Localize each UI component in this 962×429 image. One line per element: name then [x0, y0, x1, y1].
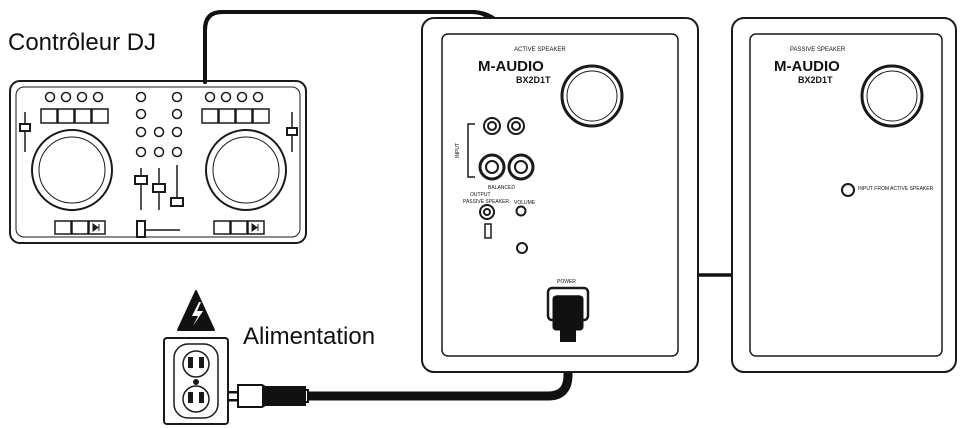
plug-icon: [228, 384, 309, 408]
active-speaker: [421, 17, 699, 373]
active-speaker-header: ACTIVE SPEAKER: [514, 47, 566, 53]
active-passive-label: PASSIVE SPEAKER: [463, 199, 509, 205]
passive-speaker-labels: PASSIVE SPEAKER M-AUDIO BX2D1T INPUT FRO…: [774, 47, 934, 192]
active-volume-label: VOLUME: [514, 200, 536, 206]
active-speaker-labels: ACTIVE SPEAKER M-AUDIO BX2D1T INPUT BALA…: [455, 47, 576, 285]
active-balanced-label: BALANCED: [488, 185, 515, 191]
power-cable: [305, 312, 573, 401]
active-power-label: POWER: [557, 279, 576, 285]
dj-controller: [9, 80, 307, 244]
active-speaker-model: BX2D1T: [516, 75, 551, 85]
power-label: Alimentation: [243, 323, 376, 350]
warning-icon: [177, 290, 215, 331]
passive-speaker-brand: M-AUDIO: [774, 58, 840, 75]
outlet-icon: [163, 337, 229, 425]
active-output-label: OUTPUT: [470, 192, 491, 198]
controller-label: Contrôleur DJ: [8, 29, 157, 56]
passive-input-label: INPUT FROM ACTIVE SPEAKER: [858, 186, 934, 192]
passive-speaker-header: PASSIVE SPEAKER: [790, 47, 846, 53]
active-input-label: INPUT: [455, 143, 461, 158]
passive-speaker: [731, 17, 957, 373]
active-speaker-brand: M-AUDIO: [478, 58, 544, 75]
passive-speaker-model: BX2D1T: [798, 75, 833, 85]
